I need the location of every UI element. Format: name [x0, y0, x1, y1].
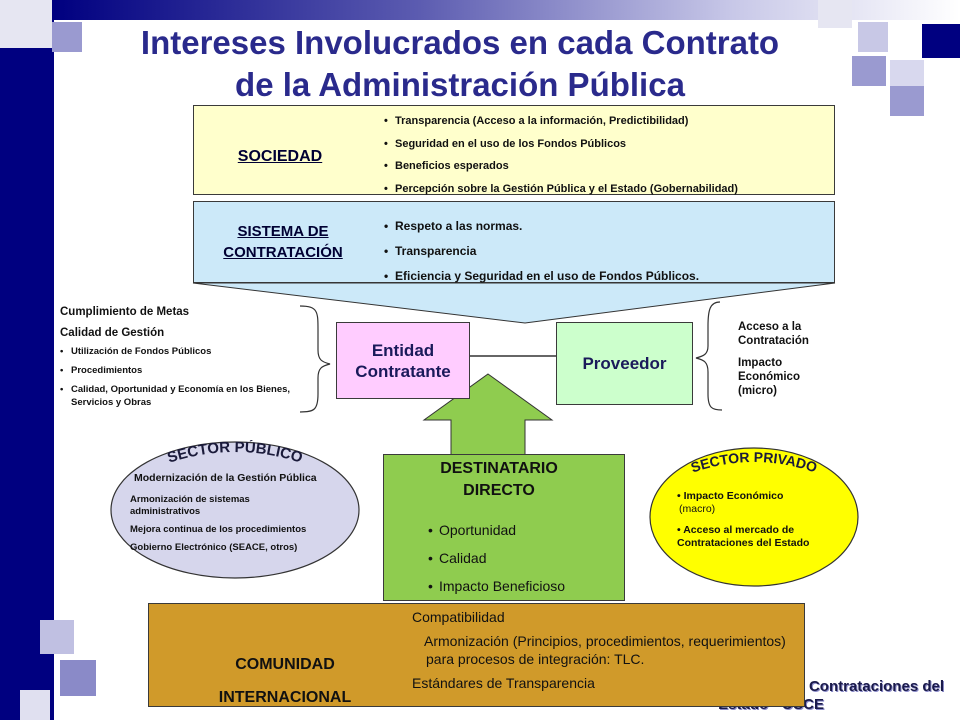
sector-publico-shape: SECTOR PÚBLICO: [110, 440, 360, 579]
comunidad-text: Compatibilidad Armonización (Principios,…: [412, 608, 797, 692]
proveedor-box: Proveedor: [556, 322, 693, 405]
sector-publico-item: Mejora continua de los procedimientos: [130, 524, 307, 535]
sector-privado-item: (macro): [679, 503, 716, 515]
right-bracket: [695, 301, 723, 411]
destinatario-line1: DESTINATARIO: [440, 460, 558, 477]
sector-privado-item: • Impacto Económico: [677, 490, 784, 502]
sistema-label-line2: CONTRATACIÓN: [223, 244, 343, 261]
list-item: Calidad, Oportunidad y Economía en los B…: [60, 383, 320, 409]
down-funnel-arrow: [192, 282, 836, 324]
entidad-line1: Entidad: [371, 340, 435, 360]
entidad-line2: Contratante: [355, 361, 451, 381]
title-line-1: Intereses Involucrados en cada Contrato: [140, 24, 780, 61]
list-item: Utilización de Fondos Públicos: [60, 345, 320, 358]
sector-publico-item: Armonización de sistemas administrativos: [130, 494, 250, 517]
sistema-label: SISTEMA DE CONTRATACIÓN: [198, 221, 368, 263]
destinatario-line2: DIRECTO: [463, 482, 535, 499]
comunidad-label: COMUNIDAD INTERNACIONAL: [185, 648, 385, 714]
entidad-box: Entidad Contratante: [336, 322, 470, 399]
comunidad-item: Compatibilidad: [412, 609, 505, 625]
list-item: Transparencia: [384, 239, 829, 264]
sistema-label-line1: SISTEMA DE: [237, 223, 329, 240]
left-notes-line1: Cumplimiento de Metas: [60, 306, 190, 318]
decor-square: [40, 620, 74, 654]
top-gradient-band: [54, 0, 960, 20]
decor-square: [818, 0, 852, 28]
right-notes-line2: Impacto Económico (micro): [738, 357, 800, 397]
list-item: Oportunidad: [428, 516, 618, 544]
decor-square: [20, 690, 50, 720]
footer-line1: Contrataciones del: [808, 678, 944, 695]
decor-square: [890, 86, 924, 116]
left-notes-list: Utilización de Fondos Públicos Procedimi…: [60, 345, 320, 409]
decor-square: [852, 56, 886, 86]
comunidad-item: Armonización (Principios, procedimientos…: [424, 633, 786, 667]
sector-publico-text: Modernización de la Gestión Pública Armo…: [130, 472, 350, 554]
comunidad-line1: COMUNIDAD: [235, 656, 335, 673]
decor-square: [890, 60, 924, 90]
decor-square: [0, 0, 52, 48]
sistema-list: Respeto a las normas. Transparencia Efic…: [384, 214, 829, 289]
sector-privado-item-text: Impacto Económico: [683, 490, 784, 502]
list-item: Impacto Beneficioso: [428, 572, 618, 600]
list-item: Beneficios esperados: [384, 155, 829, 178]
list-item: Seguridad en el uso de los Fondos Públic…: [384, 133, 829, 156]
sector-publico-item: Gobierno Electrónico (SEACE, otros): [130, 542, 298, 553]
sector-publico-item: Modernización de la Gestión Pública: [134, 472, 317, 484]
title-line-2: de la Administración Pública: [235, 66, 685, 103]
left-navy-bar: [0, 0, 54, 720]
list-item: Respeto a las normas.: [384, 214, 829, 239]
sector-privado-item: • Acceso al mercado de Contrataciones de…: [677, 524, 810, 549]
destinatario-title: DESTINATARIO DIRECTO: [383, 458, 615, 502]
decor-square: [52, 22, 82, 52]
right-notes-line1: Acceso a la Contratación: [738, 321, 809, 347]
list-item: Eficiencia y Seguridad en el uso de Fond…: [384, 264, 829, 289]
sociedad-list: Transparencia (Acceso a la información, …: [384, 110, 829, 200]
comunidad-line2: INTERNACIONAL: [218, 689, 352, 706]
comunidad-box: [148, 603, 805, 707]
list-item: Procedimientos: [60, 364, 320, 377]
sector-privado-item-text: Acceso al mercado de Contrataciones del …: [677, 524, 810, 549]
destinatario-list: Oportunidad Calidad Impacto Beneficioso: [428, 516, 618, 600]
decor-square: [60, 660, 96, 696]
sector-privado-shape: SECTOR PRIVADO: [649, 447, 859, 587]
sociedad-label: SOCIEDAD: [237, 148, 323, 165]
list-item: Calidad: [428, 544, 618, 572]
left-notes-line2: Calidad de Gestión: [60, 327, 165, 339]
sector-privado-text: • Impacto Económico (macro) • Acceso al …: [677, 490, 837, 550]
left-notes: Cumplimiento de Metas Calidad de Gestión…: [60, 303, 320, 409]
decor-square: [922, 24, 960, 58]
comunidad-item: Estándares de Transparencia: [412, 675, 595, 691]
proveedor-label: Proveedor: [582, 353, 667, 373]
page-title: Intereses Involucrados en cada Contrato …: [60, 22, 860, 106]
right-notes: Acceso a la Contratación Impacto Económi…: [738, 320, 830, 398]
decor-square: [858, 22, 888, 52]
list-item: Transparencia (Acceso a la información, …: [384, 110, 829, 133]
list-item: Percepción sobre la Gestión Pública y el…: [384, 178, 829, 201]
